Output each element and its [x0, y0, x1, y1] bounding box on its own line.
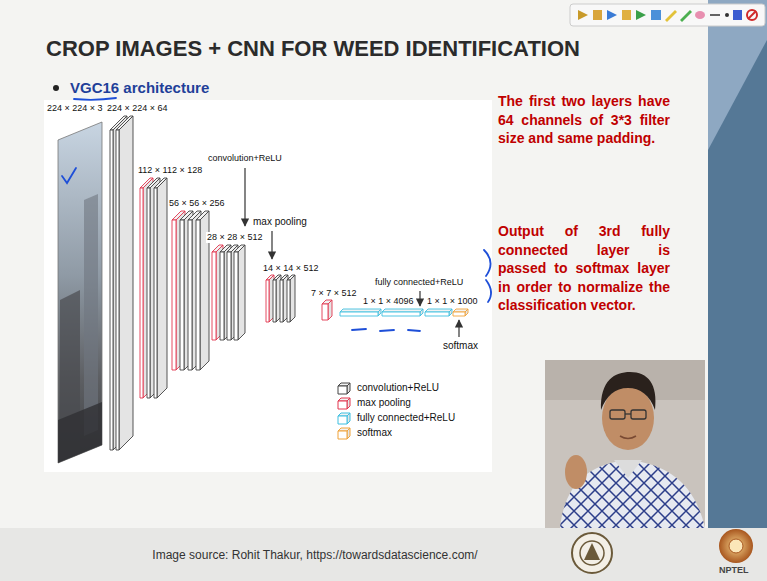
bullet-text: VGC16 architecture — [70, 79, 209, 97]
toolbar — [570, 4, 765, 26]
layer-block — [212, 245, 223, 340]
block-face — [147, 188, 150, 398]
dimension-label: 14 × 14 × 512 — [262, 263, 320, 274]
block-face — [290, 275, 295, 322]
block-face — [453, 312, 465, 316]
block-face — [116, 130, 119, 450]
block-face — [234, 252, 238, 340]
block-face — [340, 312, 378, 316]
block-face — [154, 188, 157, 398]
block-face — [180, 220, 184, 370]
legend-text: fully connected+ReLU — [357, 412, 455, 424]
block-face — [110, 130, 113, 450]
block-face — [280, 280, 283, 322]
legend-text: convolution+ReLU — [357, 382, 439, 394]
layer-blocks — [110, 116, 468, 450]
block-face — [238, 245, 245, 340]
layer-block — [116, 116, 133, 450]
legend-sample — [338, 413, 350, 424]
layer-type-label: softmax — [442, 340, 479, 352]
legend-text: max pooling — [357, 397, 411, 409]
block-face — [382, 312, 420, 316]
layer-block — [425, 309, 452, 316]
legend-samples — [338, 383, 350, 439]
block-face — [227, 252, 231, 340]
legend-sample-face — [338, 401, 347, 409]
layer-block — [180, 211, 193, 370]
layer-block — [287, 275, 295, 322]
dimension-label: 7 × 7 × 512 — [310, 288, 358, 299]
block-face — [328, 300, 332, 320]
block-face — [266, 280, 269, 322]
layer-block — [382, 309, 423, 316]
block-face — [216, 245, 223, 340]
layer-block — [234, 245, 245, 340]
dimension-label: 1 × 1 × 4096 — [362, 296, 415, 307]
note-text: Output of 3rd fully connected layer is p… — [498, 222, 670, 315]
note-text: The first two layers have 64 channels of… — [498, 92, 670, 148]
dimension-label: 224 × 224 × 3 — [46, 103, 104, 114]
nptel-logo — [719, 529, 753, 563]
legend-sample-face — [338, 431, 347, 439]
legend-text: softmax — [357, 427, 392, 439]
presenter-video — [545, 360, 705, 528]
leader-arrows — [245, 168, 459, 337]
figure-ground — [44, 100, 492, 472]
legend-sample — [338, 428, 350, 439]
side-band-wedge — [708, 40, 767, 528]
block-face — [224, 245, 231, 340]
block-face — [220, 252, 224, 340]
slide-title: CROP IMAGES + CNN FOR WEED IDENTIFICATIO… — [46, 36, 580, 62]
dimension-label: 224 × 224 × 64 — [106, 103, 169, 114]
block-face — [119, 116, 133, 450]
logo-text: NPTEL — [719, 565, 749, 576]
block-face — [184, 211, 193, 370]
block-face — [172, 220, 176, 370]
dimension-label: 56 × 56 × 256 — [168, 198, 226, 209]
block-face — [188, 220, 192, 370]
layer-block — [154, 178, 167, 398]
layer-type-label: convolution+ReLU — [207, 153, 283, 164]
layer-block — [322, 300, 332, 320]
legend-sample-face — [338, 386, 347, 394]
dimension-label: 28 × 28 × 512 — [206, 232, 264, 243]
block-face — [322, 304, 328, 320]
layer-block — [220, 245, 231, 340]
legend-sample — [338, 383, 350, 394]
block-face — [212, 252, 216, 340]
layer-block — [453, 309, 468, 316]
layer-type-label: max pooling — [252, 216, 308, 228]
dimension-label: 1 × 1 × 1000 — [426, 296, 479, 307]
legend-sample — [338, 398, 350, 409]
dimension-label: 112 × 112 × 128 — [137, 165, 203, 176]
block-face — [425, 312, 449, 316]
legend-sample-face — [338, 416, 347, 424]
block-face — [140, 188, 143, 398]
bullet — [53, 85, 59, 91]
footer-band — [0, 528, 767, 581]
iit-logo — [572, 533, 612, 573]
side-band — [708, 0, 767, 528]
layer-block — [227, 245, 238, 340]
layer-block — [340, 309, 381, 316]
layer-block — [188, 211, 201, 370]
block-face — [231, 245, 238, 340]
layer-block — [172, 211, 185, 370]
block-face — [157, 178, 167, 398]
pen-annotations — [62, 98, 491, 331]
block-face — [192, 211, 201, 370]
input-image — [58, 122, 102, 463]
layer-type-label: fully connected+ReLU — [374, 277, 464, 288]
block-face — [287, 280, 290, 322]
block-face — [196, 220, 200, 370]
block-face — [273, 280, 276, 322]
block-face — [176, 211, 185, 370]
image-source: Image source: Rohit Thakur, https://towa… — [100, 548, 530, 562]
